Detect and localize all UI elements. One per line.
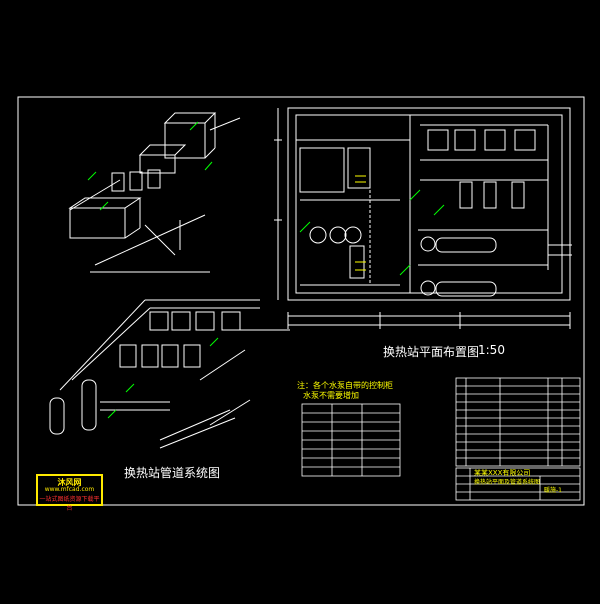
notes-line-2: 水泵不需要增加 xyxy=(303,391,359,400)
outer-border xyxy=(17,96,585,506)
plan-view xyxy=(274,107,572,329)
iso-system-upper xyxy=(68,112,241,273)
plan-outer-wall xyxy=(287,107,571,301)
watermark-logo: 沐风网 www.mfcad.com 一站式图纸资源下载平台 xyxy=(36,474,103,512)
drawing-number: 暖施-1 xyxy=(544,487,562,494)
plan-highlights xyxy=(355,175,366,271)
watermark-line-1: 沐风网 xyxy=(57,478,82,487)
plan-inner-wall xyxy=(295,114,563,294)
iso-system-lower xyxy=(49,299,290,449)
legend-table xyxy=(301,403,401,477)
iso-lower-green xyxy=(107,337,219,419)
watermark-line-2: www.mfcad.com xyxy=(44,486,95,493)
notes-line-1: 注：各个水泵自带的控制柜 xyxy=(297,381,393,390)
watermark-line-3: 一站式图纸资源下载平台 xyxy=(39,496,100,512)
title-block-sub: 换热站平面及管道系统图 xyxy=(474,479,541,486)
plan-scale: 1:50 xyxy=(478,343,505,357)
title-block-main: 某某XXX有限公司 xyxy=(474,469,531,477)
iso-green xyxy=(87,121,213,211)
equipment-table xyxy=(455,377,581,467)
plan-dims-green xyxy=(299,189,445,276)
plan-title: 换热站平面布置图 xyxy=(383,345,480,359)
system-title: 换热站管道系统图 xyxy=(124,466,221,480)
title-block xyxy=(455,467,581,501)
